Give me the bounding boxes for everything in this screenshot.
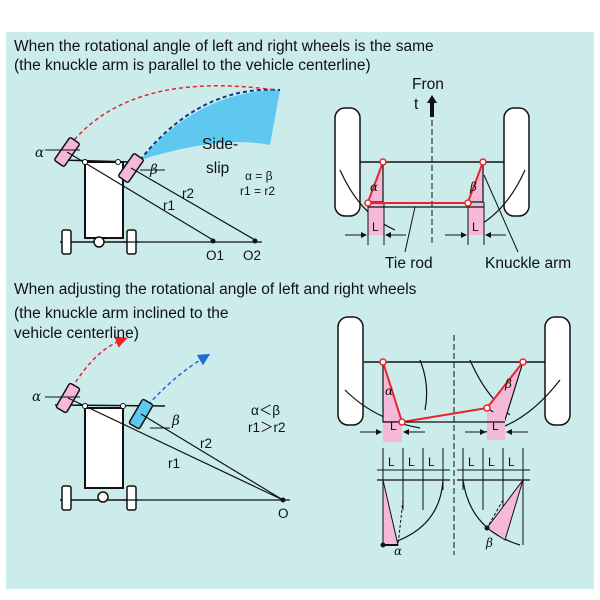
s2-linkage-diagram <box>337 316 571 555</box>
s1-L-right: L <box>472 220 479 234</box>
s1-linkage-alpha: α <box>370 180 379 194</box>
knuckle-arm-label: Knuckle arm <box>485 255 572 272</box>
side-slip-label-1: Side- <box>202 136 239 153</box>
s1-L-left: L <box>372 220 379 234</box>
s2-L-row-left-3: L <box>428 455 435 469</box>
s2-linkage-alpha: α <box>385 384 394 398</box>
s2-o-label: O <box>278 506 289 521</box>
s2-L-right: L <box>492 419 499 433</box>
s1-r2-label: r2 <box>182 186 195 201</box>
s1-eq1: α = β <box>245 169 273 183</box>
s2-L-row-right-3: L <box>508 455 515 469</box>
s1-beta-label: β <box>150 162 158 178</box>
s2-beta-label: β <box>172 413 180 429</box>
s2-alpha-label: α <box>32 389 42 405</box>
s2-L-row-left-2: L <box>408 455 415 469</box>
s1-r1-label: r1 <box>163 198 176 213</box>
s1-linkage-beta: β <box>470 180 477 194</box>
s2-r2-label: r2 <box>200 436 213 451</box>
front-label-1: Fron <box>412 76 444 93</box>
s2-sub-line1: (the knuckle arm inclined to the <box>14 305 229 322</box>
s2-eq2: r1＞r2 <box>248 420 286 435</box>
tie-rod-label: Tie rod <box>385 255 433 272</box>
side-slip-region <box>140 90 280 160</box>
s1-car-diagram <box>45 85 281 255</box>
s2-L-row-left-1: L <box>388 455 395 469</box>
s2-L-row-right-1: L <box>468 455 475 469</box>
s2-title: When adjusting the rotational angle of l… <box>14 281 417 298</box>
s2-car-diagram <box>45 336 290 511</box>
s1-linkage-diagram <box>334 95 530 253</box>
s2-L-row-right-2: L <box>488 455 495 469</box>
left-wheel-path <box>69 85 276 146</box>
s2-sub-line2: vehicle centerline) <box>14 325 139 342</box>
s1-title-line2: (the knuckle arm is parallel to the vehi… <box>14 57 371 74</box>
s2-linkage-beta: β <box>505 377 512 391</box>
s1-eq2: r1 = r2 <box>240 184 276 198</box>
s2-lower-alpha: α <box>394 544 403 558</box>
s2-r1-label: r1 <box>168 456 181 471</box>
s1-o1-label: O1 <box>206 248 225 263</box>
s2-L-left: L <box>390 419 397 433</box>
s2-lower-beta: β <box>486 536 493 550</box>
s1-o2-label: O2 <box>243 248 262 263</box>
front-label-2: t <box>414 96 419 113</box>
side-slip-label-2: slip <box>206 160 230 177</box>
s1-alpha-label: α <box>35 145 45 161</box>
s1-title-line1: When the rotational angle of left and ri… <box>14 38 434 55</box>
s2-eq1: α＜β <box>251 403 281 418</box>
